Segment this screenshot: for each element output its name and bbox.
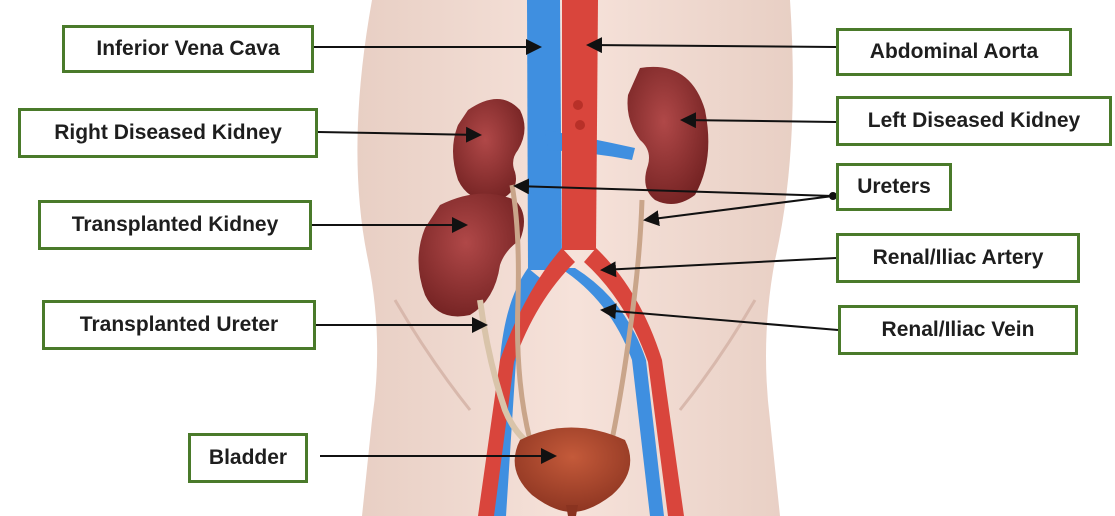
label-inferior-vena-cava: Inferior Vena Cava (62, 25, 314, 73)
label-abdominal-aorta: Abdominal Aorta (836, 28, 1072, 76)
label-renal-iliac-artery: Renal/Iliac Artery (836, 233, 1080, 283)
label-transplanted-kidney: Transplanted Kidney (38, 200, 312, 250)
label-renal-iliac-vein: Renal/Iliac Vein (838, 305, 1078, 355)
label-ureters: Ureters (836, 163, 952, 211)
label-transplanted-ureter: Transplanted Ureter (42, 300, 316, 350)
label-bladder: Bladder (188, 433, 308, 483)
label-left-diseased-kidney: Left Diseased Kidney (836, 96, 1112, 146)
label-right-diseased-kidney: Right Diseased Kidney (18, 108, 318, 158)
